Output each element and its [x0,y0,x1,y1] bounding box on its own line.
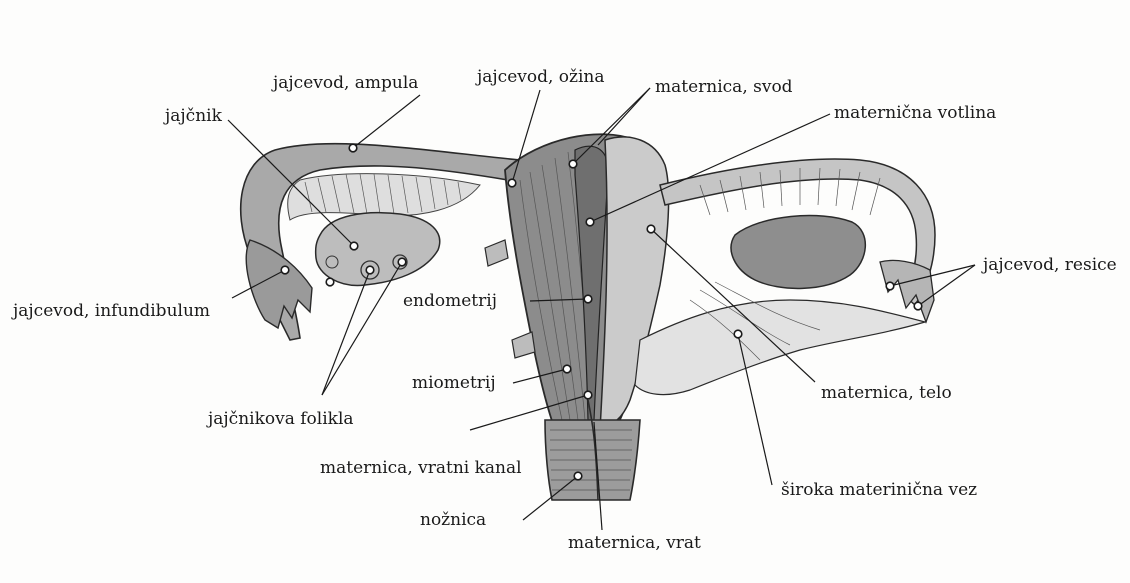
label-folikla: jajčnikova folikla [206,409,354,429]
label-votlina: maternična votlina [834,103,996,123]
vessel-stub [485,240,508,266]
label-resice: jajcevod, resice [981,255,1117,275]
right-ovary [731,216,865,289]
dot-resice-2 [914,302,922,310]
dot-telo [647,225,655,233]
dot-ampula [349,144,357,152]
label-noznica: nožnica [420,510,486,530]
vessel-stub [512,332,535,358]
dot-vratni-kanal [584,391,592,399]
dot-folikla-1 [366,266,374,274]
dot-infundibulum [281,266,289,274]
dot-resice-1 [886,282,894,290]
dot-votlina [586,218,594,226]
label-ozina: jajcevod, ožina [475,67,605,87]
label-infundibulum: jajcevod, infundibulum [11,301,210,321]
label-vrat: maternica, vrat [568,533,701,553]
dot-folikla-2 [398,258,406,266]
label-telo: maternica, telo [821,383,952,403]
label-svod: maternica, svod [655,77,793,97]
label-vratni-kanal: maternica, vratni kanal [320,458,522,478]
dot-folikla-3 [326,278,334,286]
dot-miometrij [563,365,571,373]
dot-ozina [508,179,516,187]
dot-noznica [574,472,582,480]
dot-siroka-vez [734,330,742,338]
label-ampula: jajcevod, ampula [271,73,418,93]
label-miometrij: miometrij [412,373,496,393]
illustration [241,134,935,500]
dot-jajcnik [350,242,358,250]
label-endometrij: endometrij [403,291,497,311]
broad-ligament [635,300,925,395]
label-jajcnik: jajčnik [163,106,223,126]
label-siroka-vez: široka materinična vez [781,480,977,500]
dot-svod [569,160,577,168]
dot-endometrij [584,295,592,303]
